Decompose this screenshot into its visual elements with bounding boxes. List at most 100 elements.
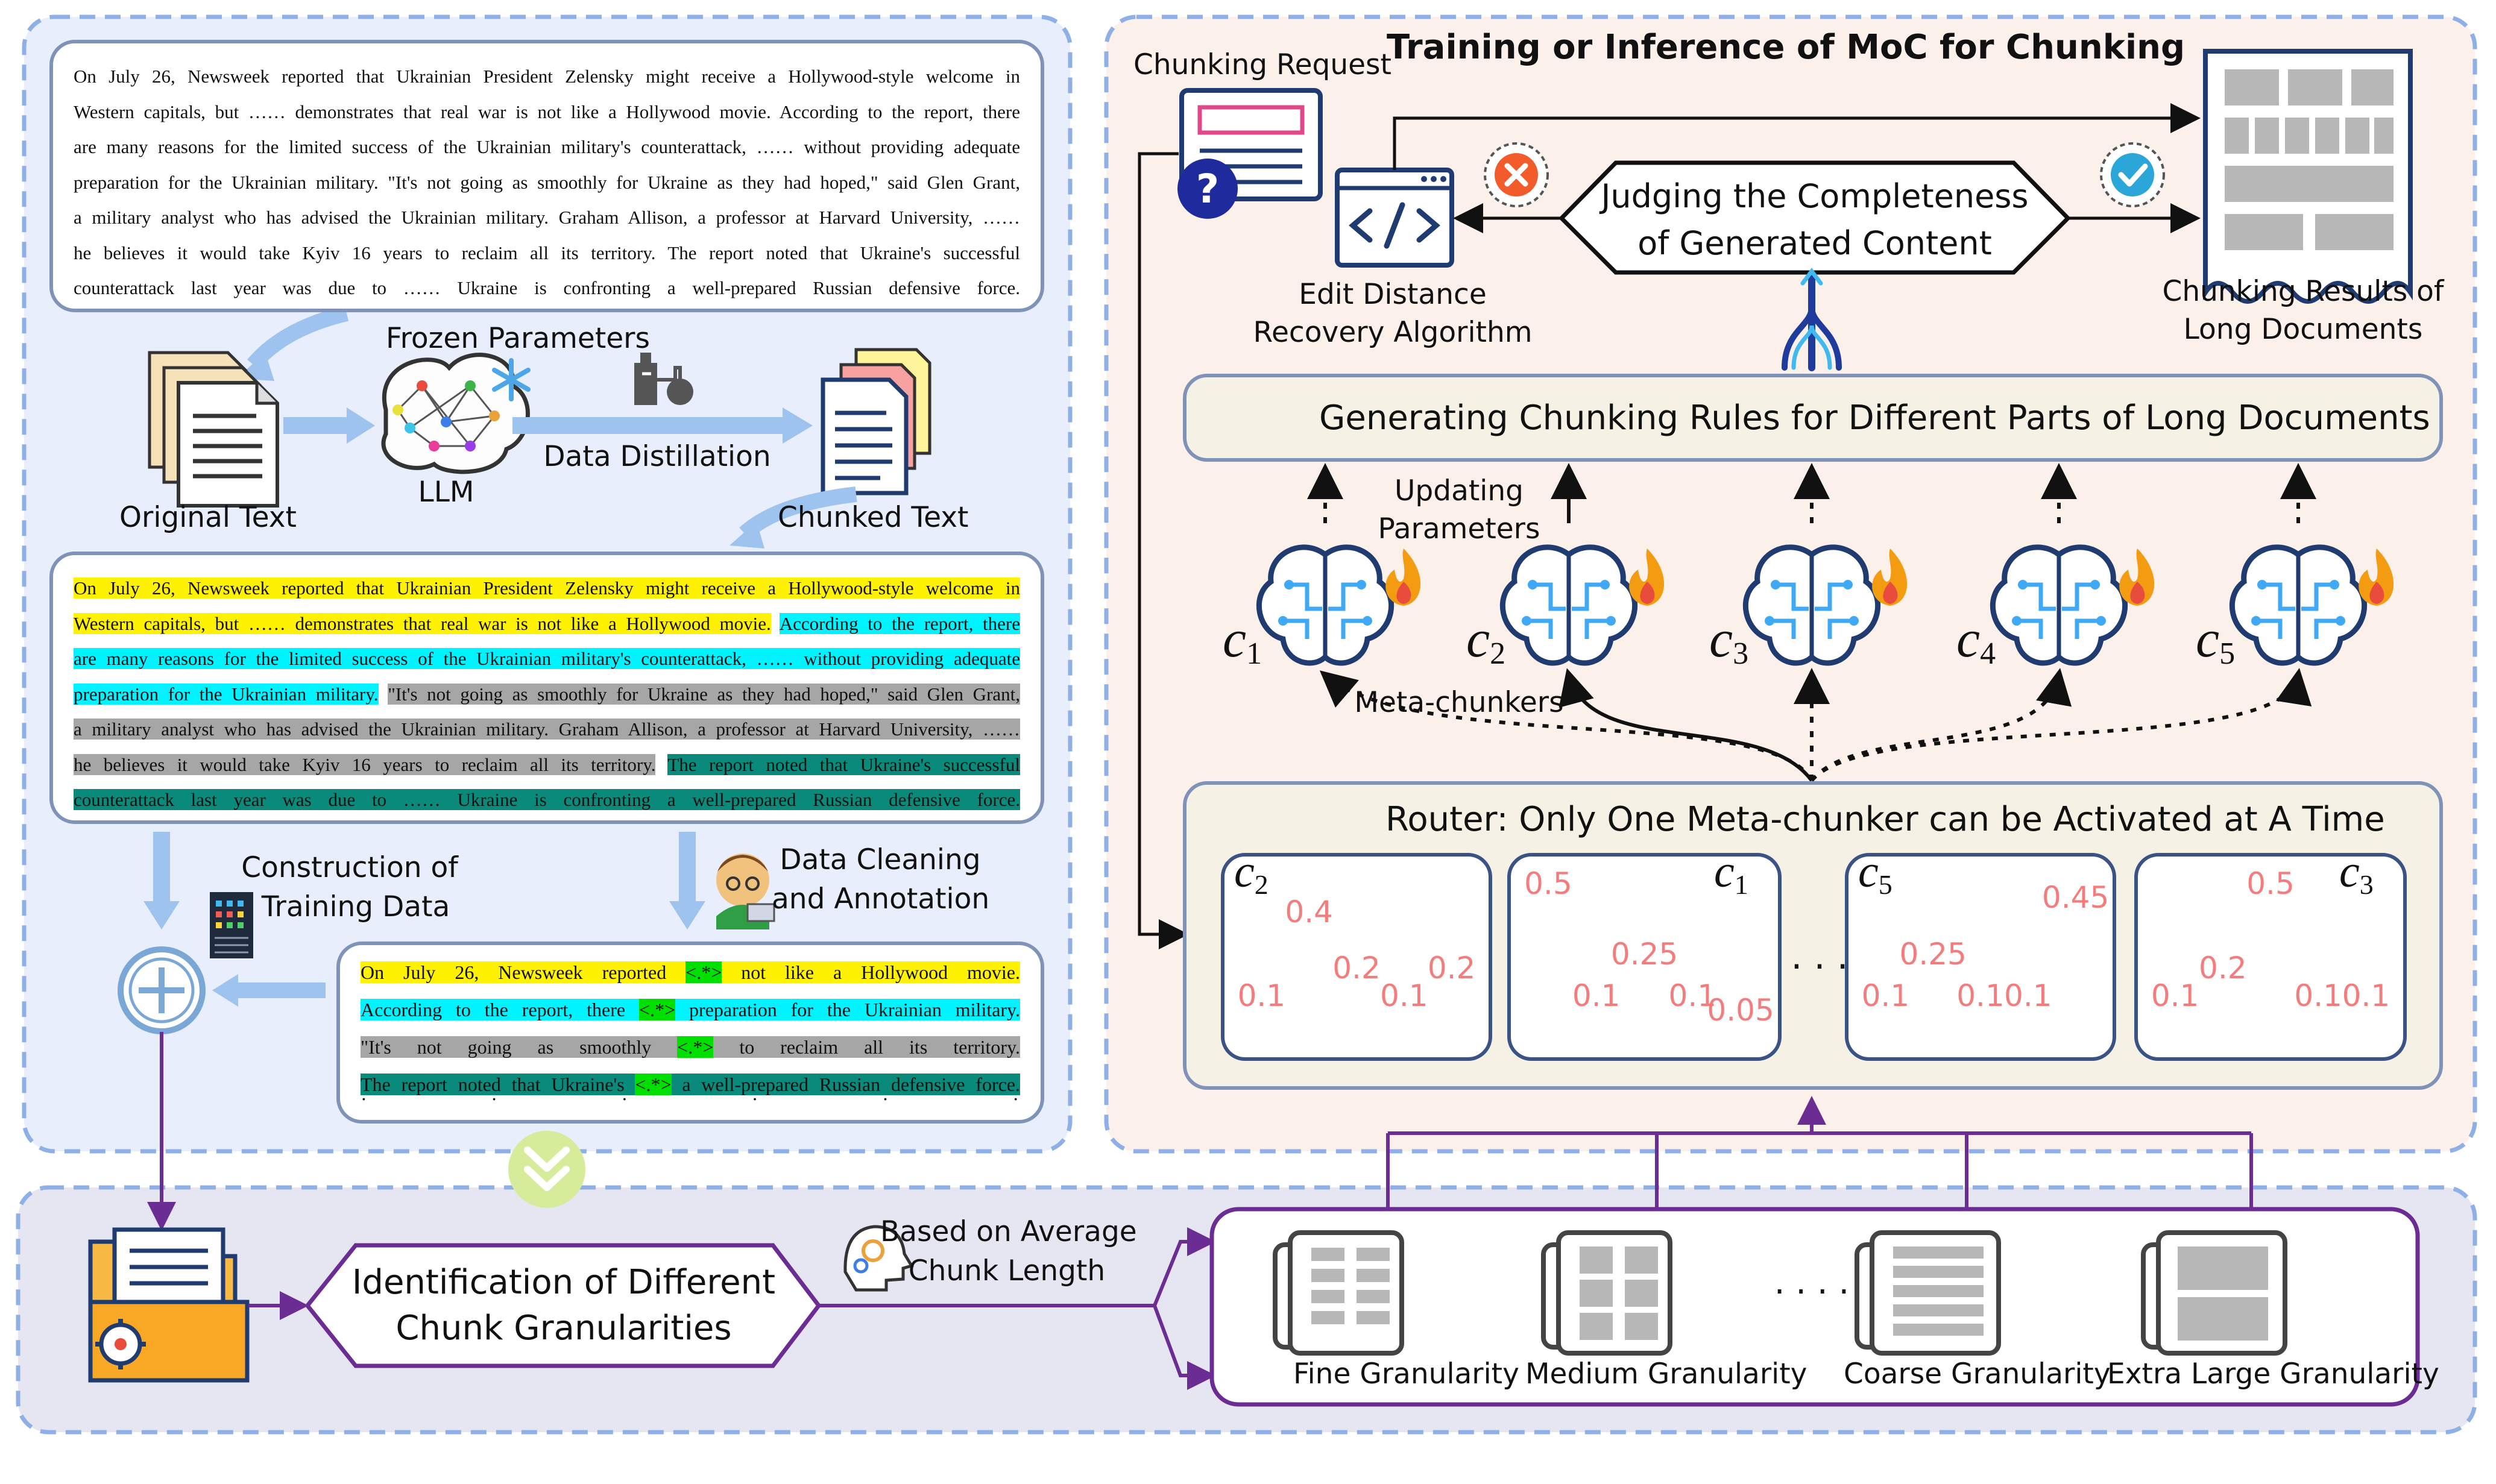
chunked-text-lines: On July 26, Newsweek reported that Ukrai… — [74, 571, 1021, 818]
chart-value-label: 0.2 — [1332, 950, 1381, 986]
brain-icon — [1256, 544, 2394, 666]
reject-x-icon — [1484, 142, 1549, 207]
chunking-rules-bar: Generating Chunking Rules for Different … — [1183, 374, 2443, 462]
gran-ellipsis: · · · · — [1774, 1272, 1850, 1312]
original-text-line: counterattack last year was due to …… Uk… — [74, 277, 1020, 298]
example-prefix: According to the report, there — [361, 999, 640, 1020]
regex-tag: <.*> — [639, 999, 676, 1020]
curve-arrow-1 — [247, 306, 349, 370]
gran-router-connectors — [1386, 1096, 2253, 1209]
original-text-lines: On July 26, Newsweek reported that Ukrai… — [74, 59, 1020, 306]
chunk-segment — [379, 684, 388, 705]
flame-icon — [1872, 549, 1908, 606]
construction-label-2: Training Data — [261, 890, 450, 923]
chart-value-label: 0.4 — [1285, 894, 1333, 929]
chunking-rules-label: Generating Chunking Rules for Different … — [1319, 398, 2430, 438]
identification-label-2: Chunk Granularities — [396, 1309, 732, 1348]
example-suffix: not like a Hollywood movie. — [722, 961, 1021, 983]
chunker-symbol: c — [1956, 610, 1981, 668]
chart-value-label: 0.1 — [1572, 978, 1621, 1014]
chunked-text-line: On July 26, Newsweek reported that Ukrai… — [74, 571, 1020, 606]
router-chart-box — [1845, 853, 2116, 1061]
distill-flask-icon — [634, 353, 693, 405]
meta-chunker-label: c5 — [2196, 609, 2235, 671]
updating-label-2: Parameters — [1378, 512, 1540, 545]
training-examples-box: On July 26, Newsweek reported <.*> not l… — [336, 942, 1044, 1124]
chunker-symbol: c — [1714, 846, 1735, 897]
training-ellipsis: · · · · · · — [361, 1088, 1020, 1110]
regex-tag: <.*> — [635, 1074, 672, 1095]
chart-value-label: 0.1 — [2342, 978, 2390, 1014]
construction-label-1: Construction of — [241, 851, 458, 884]
stacked-documents-icon — [1273, 1230, 2287, 1356]
chart-value-label: 0.05 — [1707, 992, 1774, 1028]
chunker-subscript: 3 — [1733, 637, 1749, 671]
chart-value-label: 0.1 — [1237, 978, 1286, 1014]
training-example: "It's not going as smoothly <.*> to recl… — [361, 1033, 1021, 1061]
plus-circle-icon — [118, 946, 206, 1034]
flame-icon — [1385, 549, 1421, 606]
updating-label-1: Updating — [1395, 474, 1524, 508]
granularity-label: Medium Granularity — [1525, 1357, 1807, 1391]
flame-icon — [2119, 549, 2155, 606]
meta-chunker-label: c2 — [1466, 609, 1505, 671]
judging-label-1: Judging the Completeness — [1601, 177, 2029, 215]
example-prefix: The report noted that Ukraine's — [361, 1074, 635, 1095]
chart-chunker-label: c5 — [1858, 846, 1892, 901]
judging-label-2: of Generated Content — [1637, 224, 1992, 262]
chart-value-label: 0.5 — [1524, 866, 1572, 901]
chunker-subscript: 1 — [1246, 637, 1262, 671]
training-example: According to the report, there <.*> prep… — [361, 996, 1021, 1023]
meta-chunker-label: c4 — [1956, 609, 1996, 671]
chunking-request-label: Chunking Request — [1133, 48, 1391, 81]
router-chart-box — [1507, 853, 1782, 1061]
chunk-segment: preparation for the Ukrainian military. — [74, 683, 379, 705]
folder-gear-icon — [88, 1227, 250, 1383]
chunked-text-line: are many reasons for the limited success… — [74, 641, 1020, 677]
chart-value-label: 0.25 — [1610, 936, 1678, 972]
svg-text:?: ? — [1196, 166, 1219, 212]
question-badge-icon: ? — [1177, 159, 1238, 219]
results-label-1: Chunking Results of — [2162, 275, 2444, 308]
original-text-box: On July 26, Newsweek reported that Ukrai… — [49, 40, 1044, 312]
chunk-segment: The report noted that Ukraine's successf… — [667, 753, 1020, 775]
chunk-segment: "It's not going as smoothly for Ukraine … — [388, 683, 1021, 705]
training-example: The report noted that Ukraine's <.*> a w… — [361, 1071, 1021, 1098]
brain-icon — [1499, 544, 1638, 666]
arrow-down-right-head — [669, 901, 705, 929]
chunked-text-line: he believes it would take Kyiv 16 years … — [74, 747, 1020, 783]
fork-up — [1153, 1227, 1216, 1307]
chart-value-label: 0.2 — [1427, 950, 1476, 986]
frozen-parameters-label: Frozen Parameters — [386, 322, 650, 355]
router-chart-box — [2134, 853, 2407, 1061]
original-text-line: On July 26, Newsweek reported that Ukrai… — [74, 66, 1020, 87]
chunker-subscript: 4 — [1980, 637, 1996, 671]
line-code-results — [1393, 103, 2201, 170]
cleaning-label-1: Data Cleaning — [780, 843, 981, 876]
results-document-icon — [2203, 49, 2413, 304]
chunk-segment: Western capitals, but …… demonstrates th… — [74, 612, 771, 634]
chunker-subscript: 5 — [1878, 869, 1892, 900]
granularity-box — [1209, 1207, 2420, 1407]
chunk-segment: are many reasons for the limited success… — [74, 648, 1020, 669]
chunker-symbol: c — [1234, 846, 1255, 897]
brain-icon — [1742, 544, 1881, 666]
original-text-line: a military analyst who has advised the U… — [74, 207, 1020, 228]
brain-icon — [1256, 544, 1395, 666]
original-text-line: he believes it would take Kyiv 16 years … — [74, 242, 1020, 263]
chart-value-label: 0.1 — [2004, 978, 2052, 1014]
fork-down — [1153, 1304, 1216, 1390]
data-distillation-label: Data Distillation — [543, 440, 771, 473]
chunk-segment: he believes it would take Kyiv 16 years … — [74, 753, 656, 775]
chunk-segment: a military analyst who has advised the U… — [74, 718, 1020, 740]
chart-chunker-label: c3 — [2339, 846, 2374, 901]
router-brain-arrows — [1319, 668, 2312, 782]
annotator-avatar-icon — [716, 854, 775, 929]
regex-tag: <.*> — [685, 961, 722, 983]
granularity-label: Extra Large Granularity — [2107, 1357, 2439, 1391]
results-label-2: Long Documents — [2183, 313, 2423, 346]
training-example: On July 26, Newsweek reported <.*> not l… — [361, 958, 1021, 986]
original-text-line: Western capitals, but …… demonstrates th… — [74, 101, 1020, 122]
chunked-docs-icon — [821, 348, 931, 495]
